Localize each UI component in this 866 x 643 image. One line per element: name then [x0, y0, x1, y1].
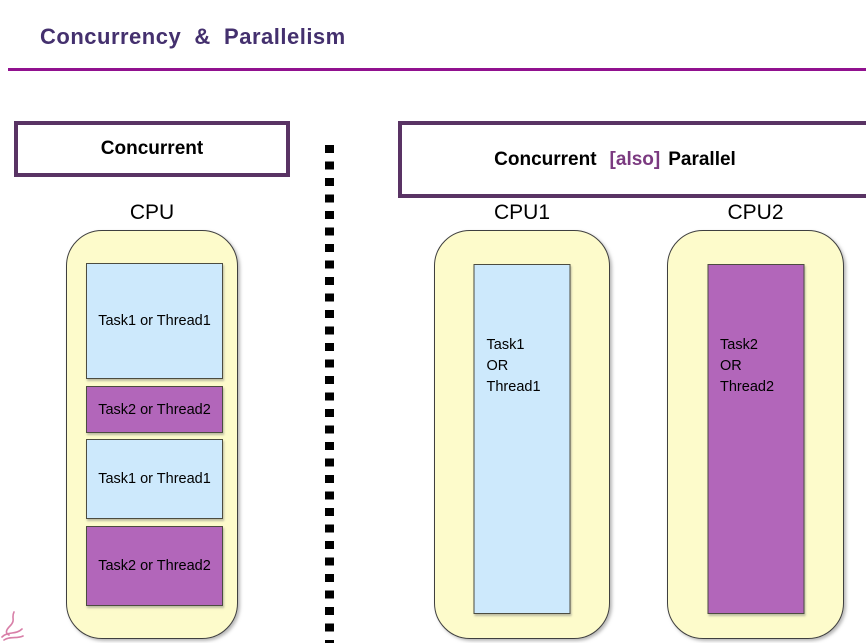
cpu2-container: Task2 OR Thread2 — [667, 230, 844, 639]
concurrent-header-label: Concurrent — [100, 138, 204, 159]
task-label: Task2 or Thread2 — [98, 401, 211, 418]
task-line: Task1 — [486, 337, 525, 353]
task-box-task2-thread2: Task2 or Thread2 — [86, 386, 223, 433]
task-line: OR — [720, 358, 742, 374]
task-line: OR — [486, 358, 509, 374]
cpu1-label: CPU1 — [493, 201, 551, 224]
task-label: Task1 or Thread1 — [98, 313, 211, 329]
task-label: Task2 or Thread2 — [98, 558, 211, 574]
cpu2-label: CPU2 — [727, 201, 784, 224]
title-underline-rule — [8, 68, 866, 71]
task-box-task1-thread1: Task1 or Thread1 — [86, 439, 223, 519]
concurrent-also-parallel-header-box: Concurrent [also] Parallel — [398, 121, 866, 198]
task-line: Task2 — [720, 337, 758, 353]
task-box-task2-or-thread2: Task2 OR Thread2 — [707, 264, 804, 614]
signature-logo-icon — [1, 611, 24, 641]
cpu1-container: Task1 OR Thread1 — [434, 230, 610, 639]
dotted-divider-line — [325, 145, 334, 643]
task-box-task2-thread2: Task2 or Thread2 — [86, 526, 223, 606]
task-line: Thread1 — [486, 379, 541, 395]
header-part-concurrent: Concurrent — [494, 148, 597, 170]
concurrent-header-box: Concurrent — [14, 121, 290, 177]
task-label: Task1 or Thread1 — [98, 471, 211, 487]
task-box-task1-thread1: Task1 or Thread1 — [86, 263, 223, 379]
slide-title: Concurrency & Parallelism — [40, 24, 346, 49]
task-line: Thread2 — [720, 379, 775, 395]
cpu-container: Task1 or Thread1 Task2 or Thread2 Task1 … — [66, 230, 238, 639]
header-part-also: [also] — [609, 148, 661, 170]
task-box-task1-or-thread1: Task1 OR Thread1 — [473, 264, 571, 614]
cpu-label: CPU — [129, 201, 175, 224]
header-part-parallel: Parallel — [668, 148, 736, 170]
